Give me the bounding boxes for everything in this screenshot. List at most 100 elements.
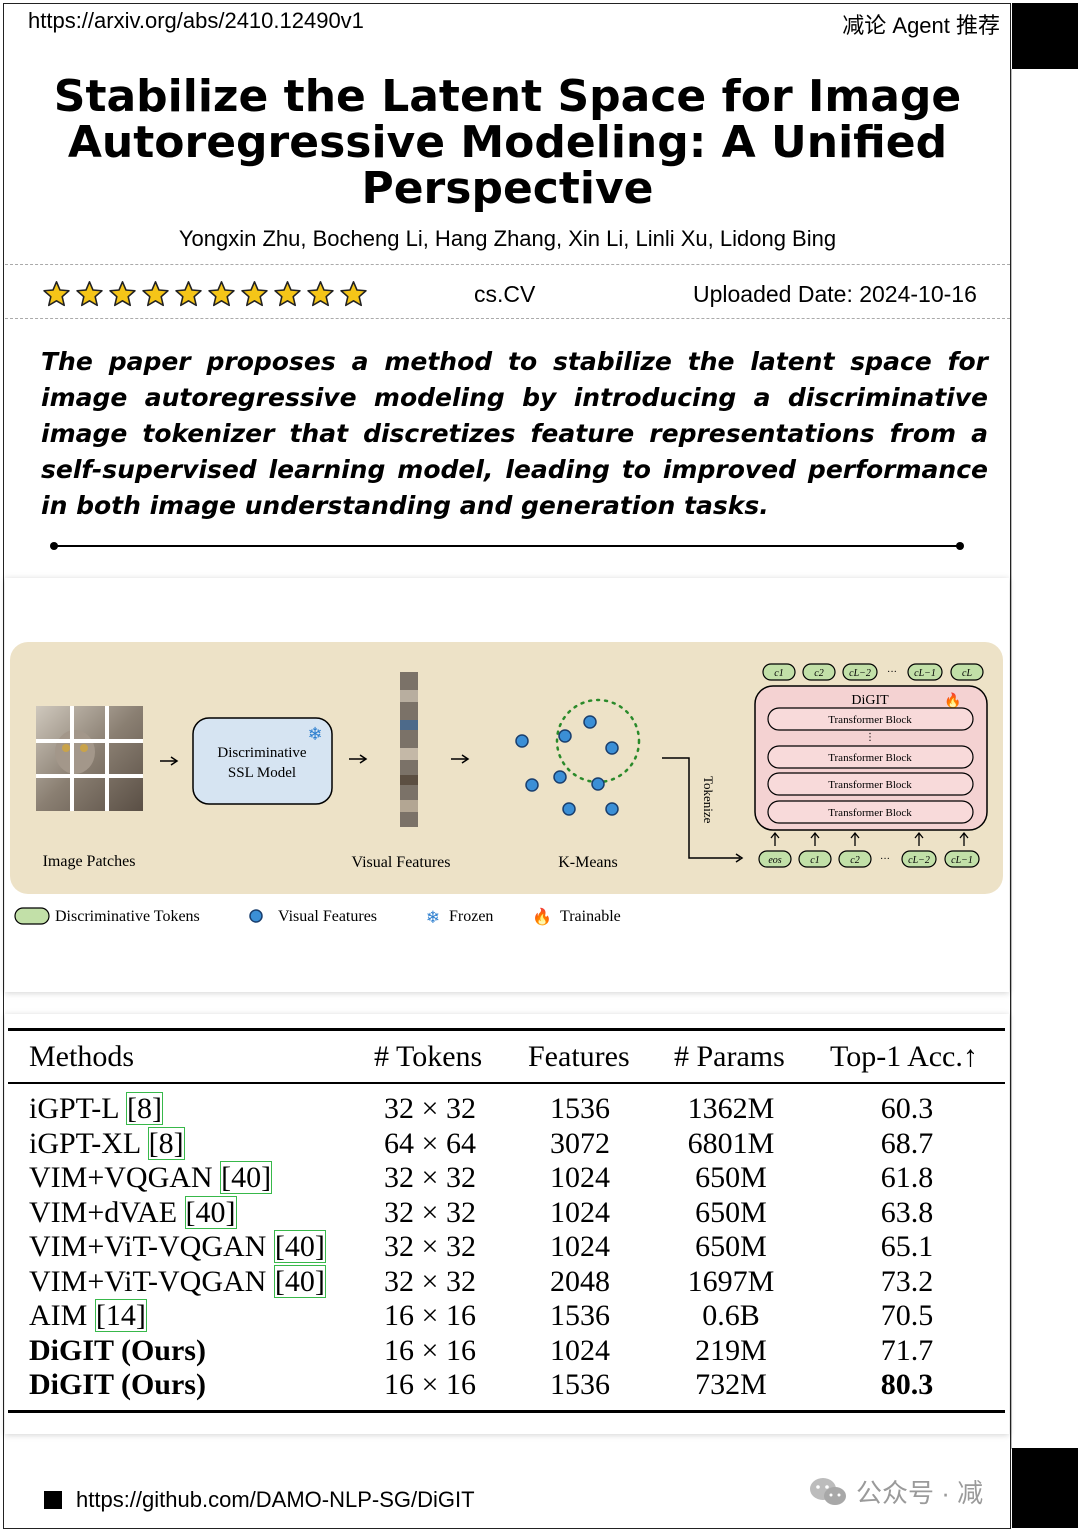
citation-link[interactable]: [40]: [273, 1264, 326, 1298]
wechat-icon: [810, 1477, 846, 1505]
input-arrows: [770, 831, 969, 846]
token-label: eos: [768, 855, 781, 866]
title-line: Perspective: [361, 163, 654, 214]
method-name: DiGIT (Ours): [29, 1368, 206, 1401]
visual-features-label: Visual Features: [351, 854, 450, 871]
table-cell-acc: 61.8: [880, 1161, 934, 1194]
table-cell-method: VIM+ViT-VQGAN [40]: [29, 1264, 326, 1299]
star-icon: [76, 281, 103, 307]
arrow-icon: [349, 754, 368, 764]
table-cell-features: 1536: [550, 1092, 610, 1125]
snowflake-icon: ❄: [307, 724, 322, 745]
table-cell-features: 1024: [550, 1333, 610, 1367]
svg-text:⋮: ⋮: [865, 732, 875, 743]
kmeans-label: K-Means: [558, 854, 618, 871]
github-link[interactable]: https://github.com/DAMO-NLP-SG/DiGIT: [76, 1487, 475, 1512]
table-cell-acc: 70.5: [880, 1299, 934, 1332]
method-name: VIM+ViT-VQGAN: [29, 1264, 274, 1298]
header-methods: Methods: [29, 1040, 134, 1073]
token-label: cL−2: [849, 668, 871, 679]
table-cell-method: VIM+VQGAN [40]: [29, 1161, 273, 1195]
watermark: 公众号 · 减: [808, 1473, 983, 1510]
kmeans-cluster: [515, 698, 641, 816]
token-label: c2: [850, 855, 859, 866]
right-rule: [1011, 69, 1012, 1449]
dashed-divider: [5, 318, 1010, 319]
table-cell-features: 2048: [550, 1264, 610, 1298]
citation-link[interactable]: [40]: [184, 1195, 237, 1229]
star-icon: [340, 281, 367, 307]
transformer-block-label: Transformer Block: [828, 752, 912, 764]
table-cell-params: 650M: [695, 1195, 767, 1229]
legend-tokens: Discriminative Tokens: [55, 908, 200, 925]
table-cell-features: 1536: [550, 1368, 610, 1401]
corner-block-top: [1012, 3, 1078, 69]
table-cell-method: AIM [14]: [29, 1299, 147, 1333]
ssl-model-box: [192, 717, 333, 805]
citation-link[interactable]: [40]: [220, 1161, 273, 1194]
summary-text: The paper proposes a method to stabilize…: [41, 347, 988, 520]
tokenize-connector: [662, 757, 744, 863]
table-cell-acc: 73.2: [880, 1264, 934, 1298]
table-cell-acc: 65.1: [880, 1230, 934, 1263]
recommendation-tag: 减论 Agent 推荐: [842, 13, 1000, 38]
output-tokens: [762, 663, 984, 681]
token-ellipsis: ···: [880, 854, 890, 865]
table-cell-method: VIM+ViT-VQGAN [40]: [29, 1230, 326, 1264]
token-label: cL−1: [951, 855, 973, 866]
rating-stars: [42, 280, 368, 309]
method-name: AIM: [29, 1299, 95, 1332]
table-cell-params: 219M: [695, 1333, 767, 1367]
legend-token-swatch: [14, 907, 50, 925]
table-mid-rule: [8, 1082, 1005, 1084]
table-cell-tokens: 32 × 32: [384, 1195, 476, 1229]
table-cell-params: 1697M: [687, 1264, 775, 1298]
tokenize-label: Tokenize: [701, 776, 716, 824]
visual-features-strip: [400, 672, 418, 827]
snowflake-icon: ❄: [426, 908, 440, 928]
star-icon: [274, 281, 301, 307]
image-patches-label: Image Patches: [43, 853, 136, 870]
table-cell-acc: 71.7: [880, 1333, 934, 1367]
method-name: VIM+VQGAN: [29, 1161, 221, 1194]
table-cell-tokens: 32 × 32: [384, 1230, 476, 1263]
upload-date: Uploaded Date: 2024-10-16: [693, 281, 977, 307]
citation-link[interactable]: [8]: [147, 1126, 185, 1160]
star-icon: [43, 281, 70, 307]
corner-block-bottom: [1012, 1448, 1078, 1528]
star-icon: [175, 281, 202, 307]
flame-icon: 🔥: [532, 907, 552, 926]
transformer-block-label: Transformer Block: [828, 779, 912, 791]
citation-link[interactable]: [8]: [125, 1092, 163, 1125]
header-features: Features: [528, 1040, 630, 1073]
table-cell-method: DiGIT (Ours): [29, 1334, 206, 1368]
digit-title: DiGIT: [851, 693, 889, 708]
table-cell-params: 650M: [695, 1161, 767, 1194]
citation-link[interactable]: [40]: [273, 1230, 326, 1263]
table-cell-tokens: 64 × 64: [384, 1126, 476, 1160]
arrow-icon: [160, 756, 179, 766]
legend-trainable: Trainable: [560, 908, 621, 925]
table-cell-tokens: 32 × 32: [384, 1092, 476, 1125]
arxiv-url[interactable]: https://arxiv.org/abs/2410.12490v1: [28, 8, 364, 33]
header-params: # Params: [674, 1040, 785, 1073]
star-icon: [142, 281, 169, 307]
legend-frozen: Frozen: [449, 908, 493, 925]
title-line: Stabilize the Latent Space for Image: [53, 71, 962, 122]
star-icon: [241, 281, 268, 307]
table-cell-params: 732M: [695, 1368, 767, 1401]
table-cell-tokens: 16 × 16: [384, 1299, 476, 1332]
star-icon: [307, 281, 334, 307]
citation-link[interactable]: [14]: [94, 1299, 147, 1332]
table-bottom-rule: [8, 1410, 1005, 1413]
page-frame: [3, 3, 1011, 1529]
token-label: cL−2: [908, 855, 930, 866]
star-icon: [208, 281, 235, 307]
table-cell-params: 650M: [695, 1230, 767, 1263]
method-name: iGPT-XL: [29, 1126, 148, 1160]
table-cell-acc: 63.8: [880, 1195, 934, 1229]
token-label: c2: [814, 668, 823, 679]
image-patches: [36, 706, 143, 811]
dashed-divider: [5, 264, 1010, 265]
